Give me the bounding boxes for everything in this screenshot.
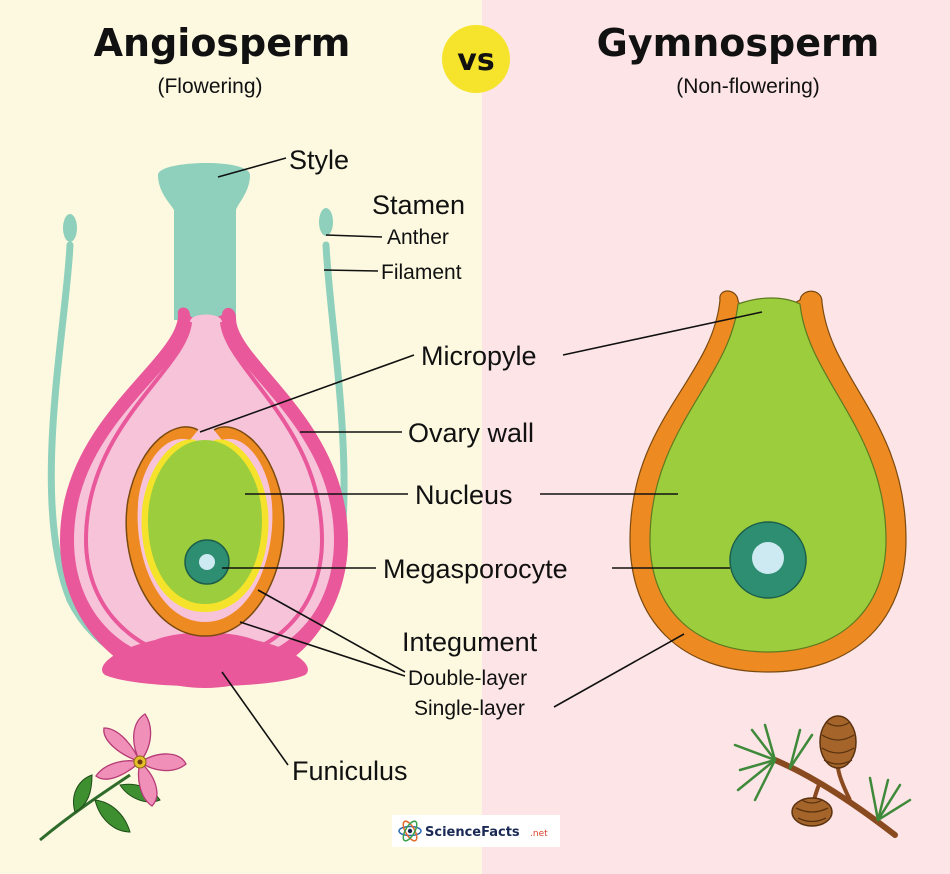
- sciencefacts-logo: ScienceFacts .net: [392, 815, 560, 847]
- logo-tld: .net: [530, 829, 548, 839]
- atom-icon: [398, 820, 422, 842]
- nucellus: [148, 440, 262, 604]
- angiosperm-subtitle: (Flowering): [157, 75, 262, 98]
- angiosperm-title: Angiosperm: [94, 21, 351, 65]
- label-style: Style: [289, 145, 349, 175]
- gymnosperm-ovule: [629, 290, 907, 673]
- integument-outline-right: [204, 426, 285, 637]
- label-megasporocyte: Megasporocyte: [383, 554, 568, 584]
- label-single-layer: Single-layer: [414, 697, 525, 720]
- megasporocyte-core-angiosperm: [199, 554, 215, 570]
- label-integument: Integument: [402, 627, 538, 657]
- label-micropyle: Micropyle: [421, 341, 537, 371]
- pine-cone-upper: [819, 715, 857, 769]
- label-double-layer: Double-layer: [408, 667, 527, 690]
- nucellus-gymnosperm: [649, 297, 887, 653]
- megasporocyte-core-gymnosperm: [752, 542, 784, 574]
- label-nucleus: Nucleus: [415, 480, 513, 510]
- label-filament: Filament: [381, 261, 462, 284]
- funiculus: [102, 632, 308, 687]
- flower-icon: [39, 713, 187, 842]
- gymnosperm-subtitle: (Non-flowering): [676, 75, 820, 98]
- label-anther: Anther: [387, 226, 449, 249]
- ovary-canal-line-left: [83, 321, 192, 662]
- vs-badge: [442, 25, 510, 93]
- anther-right: [319, 208, 333, 236]
- vs-label: vs: [457, 43, 494, 78]
- integument-outline-left: [125, 426, 206, 637]
- label-funiculus: Funiculus: [292, 756, 408, 786]
- pine-branch-icon: [733, 715, 912, 838]
- label-stamen: Stamen: [372, 190, 465, 220]
- angiosperm-ovule: [47, 162, 348, 688]
- anther-left: [63, 214, 77, 242]
- ovary-canal-line-right: [219, 321, 325, 662]
- gymnosperm-title: Gymnosperm: [597, 21, 880, 65]
- leader-lines: [199, 157, 763, 766]
- logo-brand: ScienceFacts: [425, 825, 520, 840]
- label-ovary-wall: Ovary wall: [408, 418, 534, 448]
- pine-cone-lower: [791, 797, 833, 827]
- style-stigma: [158, 162, 250, 320]
